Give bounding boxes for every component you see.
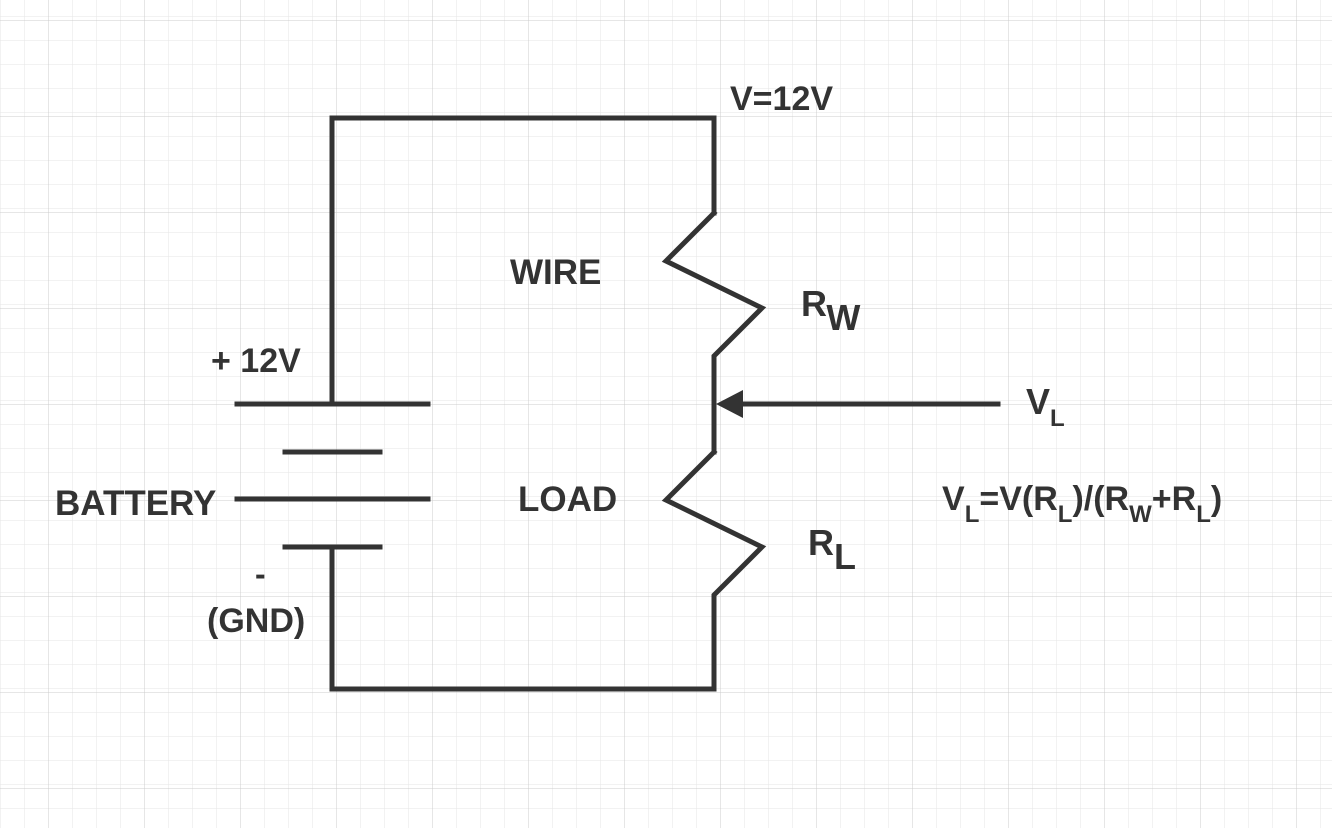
resistor-rl <box>661 448 767 692</box>
battery-label: BATTERY <box>55 484 216 523</box>
rw-label-main: R <box>801 283 827 324</box>
load-label: LOAD <box>518 480 617 519</box>
rl-label-sub: L <box>834 536 856 577</box>
rw-label: RW <box>801 283 860 338</box>
vl-label: VL <box>1026 381 1065 432</box>
wire-top <box>329 115 717 407</box>
formula-subscript: L <box>1058 501 1073 528</box>
gnd-label: (GND) <box>207 602 305 640</box>
wire-label: WIRE <box>510 253 601 292</box>
source-voltage-label: V=12V <box>730 80 833 118</box>
formula-text: =V(R <box>979 480 1057 518</box>
voltage-divider-formula: VL=V(RL)/(RW+RL) <box>942 480 1222 528</box>
rl-label: RL <box>808 522 856 577</box>
formula-text: )/(R <box>1072 480 1129 518</box>
vl-arrowhead-icon <box>716 390 743 418</box>
formula-subscript: W <box>1129 501 1152 528</box>
vl-label-main: V <box>1026 381 1050 422</box>
rl-label-main: R <box>808 522 834 563</box>
formula-subscript: L <box>965 501 980 528</box>
plus-12v-label: + 12V <box>211 342 301 380</box>
wire-bottom <box>329 544 717 692</box>
resistor-rw <box>661 209 767 455</box>
formula-text: V <box>942 480 965 518</box>
formula-subscript: L <box>1196 501 1211 528</box>
rw-label-sub: W <box>826 297 860 338</box>
formula-text: ) <box>1211 480 1222 518</box>
formula-text: +R <box>1152 480 1196 518</box>
minus-label: - <box>255 556 266 592</box>
vl-label-sub: L <box>1050 405 1065 432</box>
